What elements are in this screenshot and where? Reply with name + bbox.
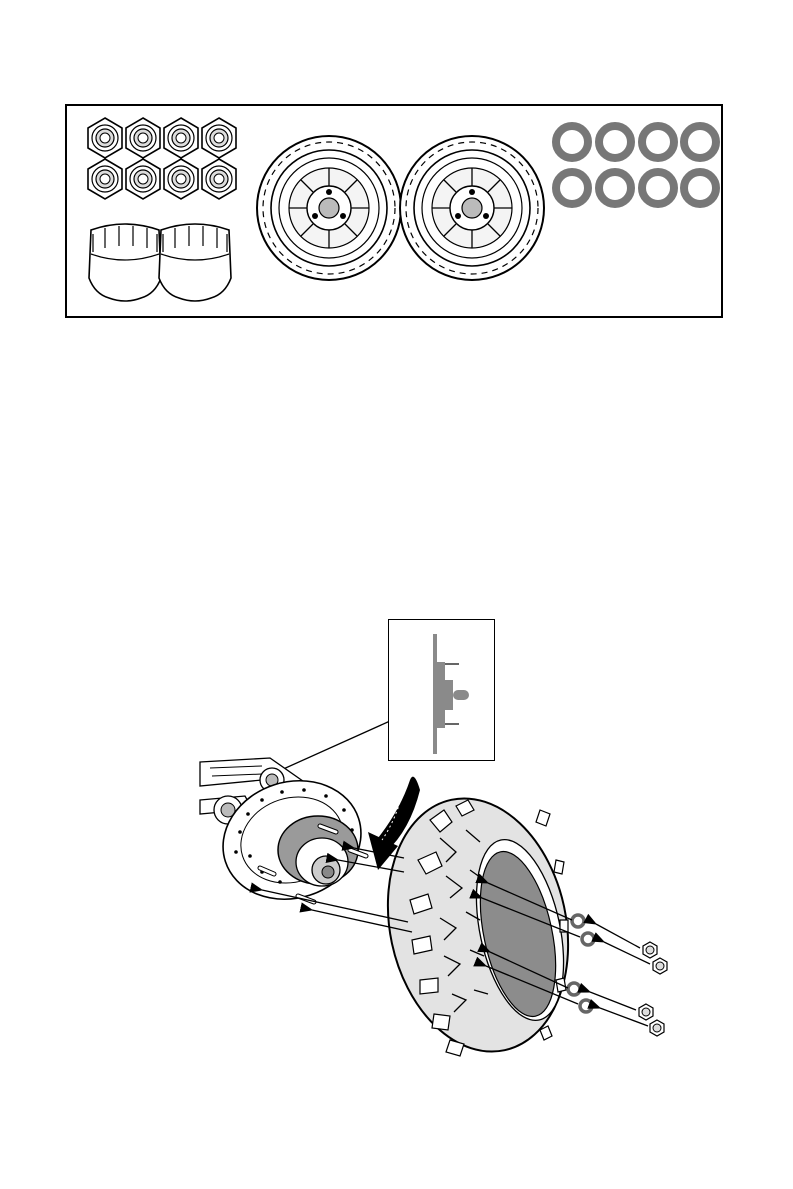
detail-leader-line [270,721,390,775]
lug-nut-icon [88,159,122,199]
hub-detail-inset [388,619,495,761]
lug-nut-icon [653,958,667,974]
hub-cap-icon [159,224,231,301]
washer-icon [599,126,631,158]
parts-kit-drawing [67,106,725,320]
washer-icon [568,983,580,995]
washer-icon [684,172,716,204]
hub-cross-section [389,620,493,759]
washer-icon [572,915,584,927]
hub-caps-group [89,224,231,301]
washer-icon [642,126,674,158]
washer-icon [582,933,594,945]
washers-group [556,126,716,204]
washer-icon [556,172,588,204]
wheel-icon [400,136,544,280]
lug-nut-icon [643,942,657,958]
wheel-icon [257,136,401,280]
lug-nut-icon [202,159,236,199]
lug-nut-icon [88,118,122,158]
washer-icon [642,172,674,204]
wheels-group [257,136,544,280]
hub-cap-icon [89,224,161,301]
parts-kit-panel [65,104,723,318]
lug-nut-icon [639,1004,653,1020]
washer-icon [580,1000,592,1012]
lug-nut-icon [202,118,236,158]
lug-nuts-group [88,118,236,199]
washer-icon [599,172,631,204]
lug-nut-icon [126,159,160,199]
lug-nut-icon [650,1020,664,1036]
washers-assembly [568,915,594,1012]
lug-nut-icon [164,159,198,199]
washer-icon [684,126,716,158]
lug-nut-icon [126,118,160,158]
washer-icon [556,126,588,158]
lug-nut-icon [164,118,198,158]
lug-nuts-assembly [639,942,667,1036]
wheel-assembly-diagram [0,600,793,1080]
